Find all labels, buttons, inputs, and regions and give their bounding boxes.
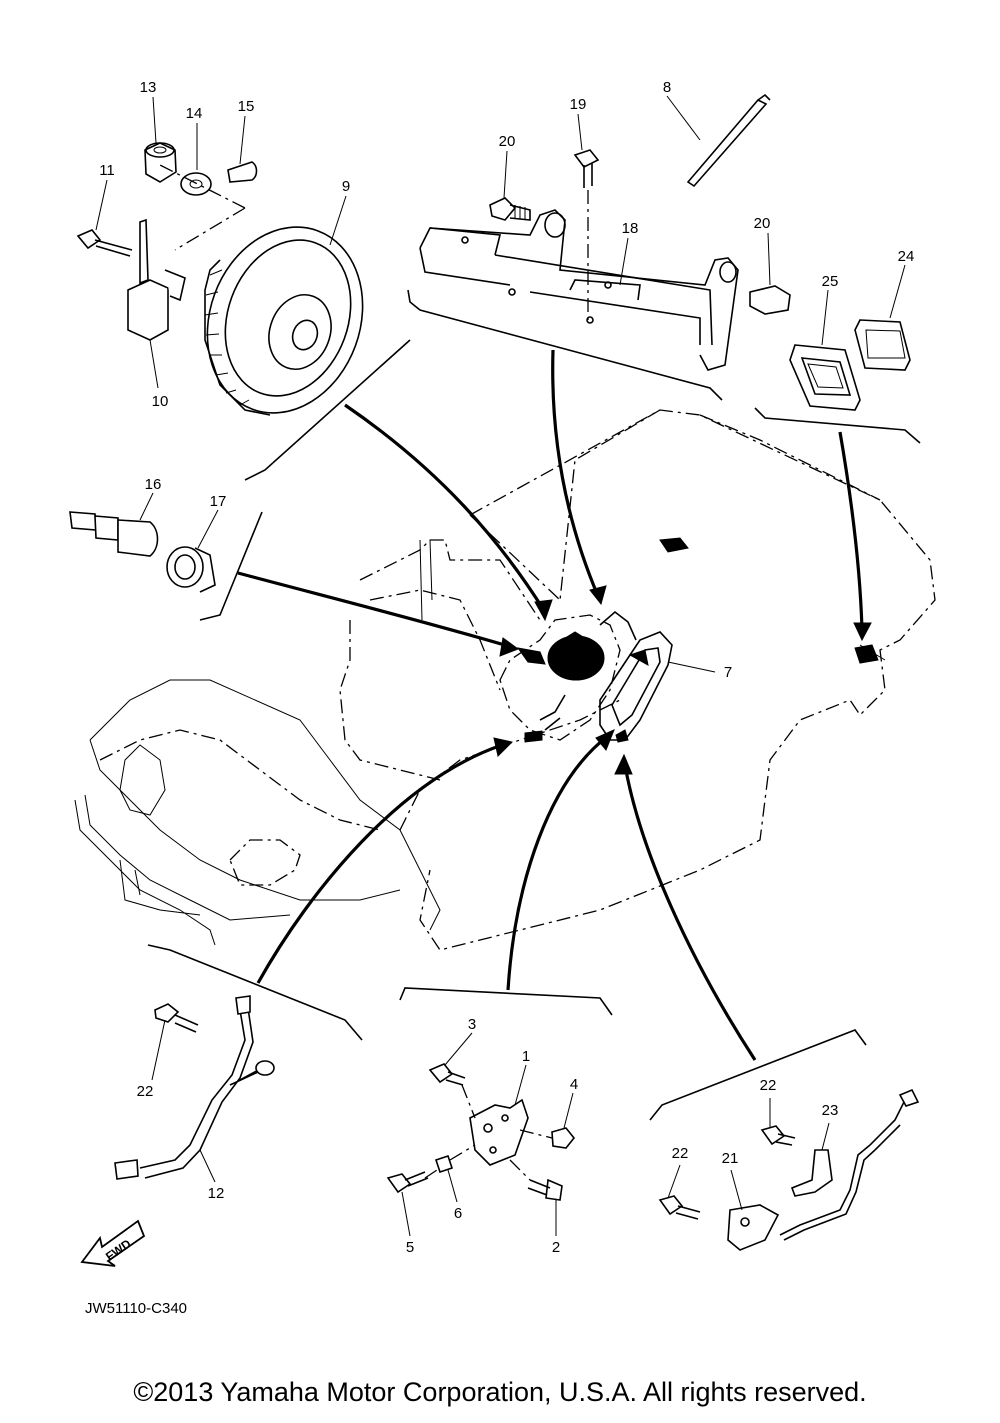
mounted-parts-cluster: [499, 537, 879, 743]
callout-20a: 20: [499, 133, 516, 150]
callout-8: 8: [663, 79, 671, 96]
callout-21: 21: [722, 1150, 739, 1167]
callout-19: 19: [570, 96, 587, 113]
callout-18: 18: [622, 220, 639, 237]
callout-9: 9: [342, 178, 350, 195]
callout-16: 16: [145, 476, 162, 493]
callout-23: 23: [822, 1102, 839, 1119]
flywheel-group: [76, 142, 411, 481]
callout-22a: 22: [137, 1083, 154, 1100]
callout-17: 17: [210, 493, 227, 510]
callout-15: 15: [238, 98, 255, 115]
harness-group: [114, 944, 363, 1180]
sensor-group: [69, 511, 263, 621]
callout-25: 25: [822, 273, 839, 290]
diagram-code: JW51110-C340: [85, 1300, 187, 1317]
callout-2: 2: [552, 1239, 560, 1256]
callout-22b: 22: [760, 1077, 777, 1094]
callout-10: 10: [152, 393, 169, 410]
callout-1: 1: [522, 1048, 530, 1065]
callout-5: 5: [406, 1239, 414, 1256]
copyright-notice: ©2013 Yamaha Motor Corporation, U.S.A. A…: [133, 1377, 867, 1407]
leader-arrows: [237, 349, 872, 1061]
bracket-group: [407, 93, 791, 401]
fwd-arrow-icon: FWD: [80, 1219, 146, 1267]
callout-3: 3: [468, 1016, 476, 1033]
callout-11: 11: [99, 162, 115, 179]
callout-12: 12: [208, 1185, 225, 1202]
grommet-group: [754, 319, 921, 444]
callout-4: 4: [570, 1076, 578, 1093]
support-bracket-group: [386, 987, 613, 1201]
vehicle-outline: [74, 409, 936, 951]
callout-leaders: [95, 95, 906, 1237]
callout-6: 6: [454, 1205, 462, 1222]
callout-7: 7: [724, 664, 732, 681]
callout-labels: 13 14 15 11 9 10 19 8 20 18 20 24 25 16 …: [99, 79, 914, 1256]
callout-14: 14: [186, 105, 203, 122]
callout-24: 24: [898, 248, 915, 265]
callout-22c: 22: [672, 1145, 689, 1162]
speed-sensor-group: [649, 1029, 920, 1251]
callout-13: 13: [140, 79, 157, 96]
callout-20b: 20: [754, 215, 771, 232]
